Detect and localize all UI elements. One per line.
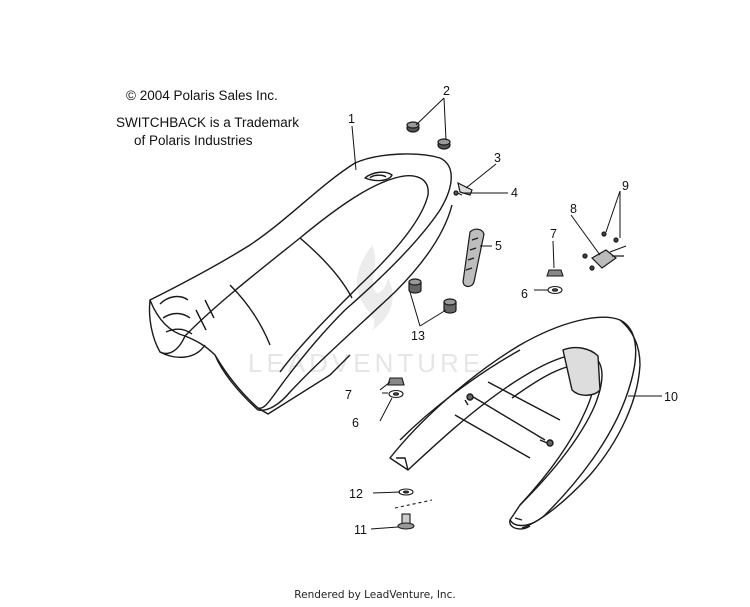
nut-washer-parts-6-7 [387,269,564,399]
watermark-text: LEADVENTURE [248,348,484,378]
callout-11: 11 [354,523,367,537]
copyright-note: © 2004 Polaris Sales Inc. [126,88,278,103]
callout-1: 1 [348,112,355,126]
callout-labels: 1 2 3 4 5 6 7 8 9 10 6 7 12 11 13 [345,84,678,537]
strap-part-5 [462,228,485,288]
callout-6-lower: 6 [352,416,359,430]
latch-part-8 [582,231,627,271]
leader-lines [351,97,662,530]
clip-part-3 [453,181,473,196]
seat-part-1 [148,153,453,415]
washer-bolt-parts-11-12 [394,488,433,530]
flame-watermark-icon [356,245,393,330]
trademark-note-line2: of Polaris Industries [134,133,253,148]
callout-12: 12 [349,487,363,501]
callout-2: 2 [443,84,450,98]
callout-7-upper: 7 [550,227,557,241]
callout-7-lower: 7 [345,388,352,402]
frame-part-10 [389,316,641,530]
bumper-part-13 [408,278,457,314]
render-credit: Rendered by LeadVenture, Inc. [294,589,456,601]
callout-10: 10 [664,390,678,404]
callout-13: 13 [411,329,425,343]
callout-5: 5 [495,239,502,253]
callout-3: 3 [494,151,501,165]
grommet-part-2 [406,121,451,150]
callout-9: 9 [622,179,629,193]
callout-4: 4 [511,186,518,200]
callout-8: 8 [570,202,577,216]
callout-6-upper: 6 [521,287,528,301]
trademark-note-line1: SWITCHBACK is a Trademark [116,115,300,130]
